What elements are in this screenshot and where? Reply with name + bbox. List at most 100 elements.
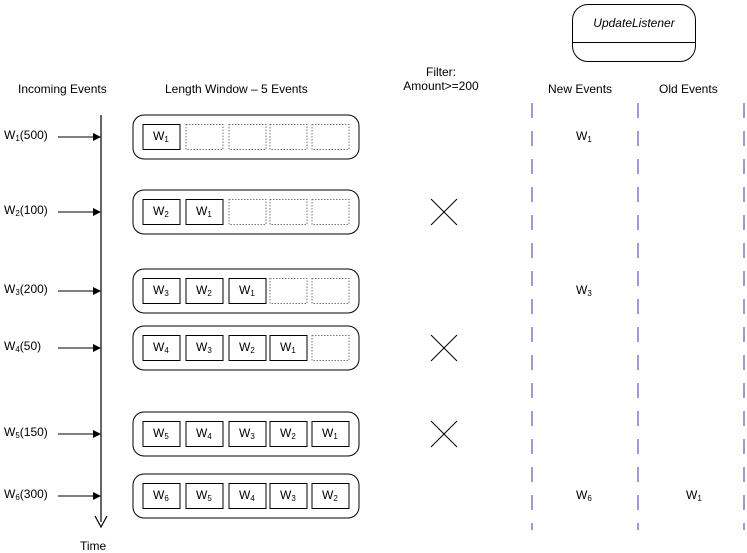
window-event-3-3: W1 xyxy=(239,283,255,298)
incoming-event-label-6: W6(300) xyxy=(4,487,48,502)
window-event-5-1-subscript: 5 xyxy=(164,432,169,441)
window-slot-empty-3-5 xyxy=(311,278,350,304)
window-slot-3-1 xyxy=(142,278,181,304)
window-event-4-4-letter: W xyxy=(280,340,292,354)
time-axis-arrowhead xyxy=(94,515,108,529)
incoming-event-label-5: W5(150) xyxy=(4,425,48,440)
window-event-2-2: W1 xyxy=(196,204,212,219)
incoming-event-label-3-letter: W xyxy=(4,282,16,296)
incoming-event-label-4: W4(50) xyxy=(4,339,41,354)
window-event-5-3-letter: W xyxy=(239,426,251,440)
old-event-6-subscript: 1 xyxy=(697,494,702,503)
window-event-4-4: W1 xyxy=(280,340,296,355)
incoming-event-label-1: W1(500) xyxy=(4,128,48,143)
window-event-3-3-letter: W xyxy=(239,283,251,297)
incoming-event-label-6-subscript: 6 xyxy=(15,493,20,502)
window-event-2-2-letter: W xyxy=(196,204,208,218)
window-container-6 xyxy=(132,473,360,519)
window-event-6-4-subscript: 3 xyxy=(291,494,296,503)
window-container-1 xyxy=(132,114,360,160)
window-event-6-4-letter: W xyxy=(280,488,292,502)
window-event-1-1-subscript: 1 xyxy=(164,135,169,144)
new-event-6-letter: W xyxy=(576,488,588,502)
window-slot-6-2 xyxy=(185,483,224,509)
incoming-event-label-5-subscript: 5 xyxy=(15,431,20,440)
incoming-event-label-6-amount: (300) xyxy=(19,487,48,501)
new-event-6-subscript: 6 xyxy=(587,494,592,503)
window-slot-4-3 xyxy=(228,335,267,361)
incoming-event-label-3-amount: (200) xyxy=(19,282,48,296)
new-event-6: W6 xyxy=(576,488,592,503)
window-slot-5-5 xyxy=(311,421,350,447)
window-event-5-2-letter: W xyxy=(196,426,208,440)
new-event-3-letter: W xyxy=(576,283,588,297)
time-label: Time xyxy=(80,539,107,553)
window-event-6-2-letter: W xyxy=(196,488,208,502)
window-slot-empty-1-5 xyxy=(311,124,350,150)
window-event-1-1: W1 xyxy=(153,129,169,144)
window-event-5-5: W1 xyxy=(322,426,338,441)
window-event-5-4-letter: W xyxy=(280,426,292,440)
window-container-2 xyxy=(132,189,360,235)
window-slot-6-5 xyxy=(311,483,350,509)
update-listener-box: UpdateListener xyxy=(572,4,696,62)
incoming-event-label-5-letter: W xyxy=(4,425,16,439)
window-event-5-3: W3 xyxy=(239,426,255,441)
window-slot-empty-1-4 xyxy=(269,124,308,150)
window-event-6-4: W3 xyxy=(280,488,296,503)
window-event-2-1: W2 xyxy=(153,204,169,219)
window-slot-2-2 xyxy=(185,199,224,225)
window-slot-2-1 xyxy=(142,199,181,225)
window-event-5-5-letter: W xyxy=(322,426,334,440)
header-new-events: New Events xyxy=(548,82,613,96)
window-event-3-3-subscript: 1 xyxy=(250,289,255,298)
window-event-3-2: W2 xyxy=(196,283,212,298)
window-event-6-5-letter: W xyxy=(322,488,334,502)
window-slot-empty-2-3 xyxy=(228,199,267,225)
window-event-1-1-letter: W xyxy=(153,129,165,143)
window-event-4-1-subscript: 4 xyxy=(164,346,169,355)
incoming-event-label-2-amount: (100) xyxy=(19,203,48,217)
incoming-event-arrowhead-2 xyxy=(93,208,101,216)
window-event-4-2-letter: W xyxy=(196,340,208,354)
header-filter: Filter: Amount>=200 xyxy=(398,65,484,93)
window-event-6-3-subscript: 4 xyxy=(250,494,255,503)
window-slot-5-2 xyxy=(185,421,224,447)
window-slot-empty-1-3 xyxy=(228,124,267,150)
window-event-4-4-subscript: 1 xyxy=(291,346,296,355)
window-event-5-4: W2 xyxy=(280,426,296,441)
window-event-6-2: W5 xyxy=(196,488,212,503)
window-event-5-1: W5 xyxy=(153,426,169,441)
window-event-6-2-subscript: 5 xyxy=(207,494,212,503)
window-event-5-5-subscript: 1 xyxy=(333,432,338,441)
window-event-4-2-subscript: 3 xyxy=(207,346,212,355)
window-event-3-1-subscript: 3 xyxy=(164,289,169,298)
new-event-1-letter: W xyxy=(576,129,588,143)
incoming-event-label-6-letter: W xyxy=(4,487,16,501)
incoming-event-label-4-subscript: 4 xyxy=(15,345,20,354)
incoming-event-label-5-amount: (150) xyxy=(19,425,48,439)
incoming-event-label-2-subscript: 2 xyxy=(15,209,20,218)
header-incoming-events: Incoming Events xyxy=(18,82,107,96)
incoming-event-label-4-amount: (50) xyxy=(19,339,42,353)
incoming-event-label-3: W3(200) xyxy=(4,282,48,297)
incoming-event-label-1-amount: (500) xyxy=(19,128,48,142)
incoming-event-label-1-letter: W xyxy=(4,128,16,142)
window-slot-6-4 xyxy=(269,483,308,509)
window-slot-3-2 xyxy=(185,278,224,304)
window-slot-4-2 xyxy=(185,335,224,361)
window-event-5-3-subscript: 3 xyxy=(250,432,255,441)
window-container-5 xyxy=(132,411,360,457)
incoming-event-arrowhead-5 xyxy=(93,430,101,438)
old-event-6-letter: W xyxy=(686,488,698,502)
incoming-event-arrowhead-4 xyxy=(93,344,101,352)
window-event-4-3: W2 xyxy=(239,340,255,355)
window-event-6-5: W2 xyxy=(322,488,338,503)
window-event-4-1-letter: W xyxy=(153,340,165,354)
window-slot-5-3 xyxy=(228,421,267,447)
new-event-1: W1 xyxy=(576,129,592,144)
filtered-out-mark-4-b xyxy=(430,334,458,362)
window-event-4-2: W3 xyxy=(196,340,212,355)
new-event-3: W3 xyxy=(576,283,592,298)
